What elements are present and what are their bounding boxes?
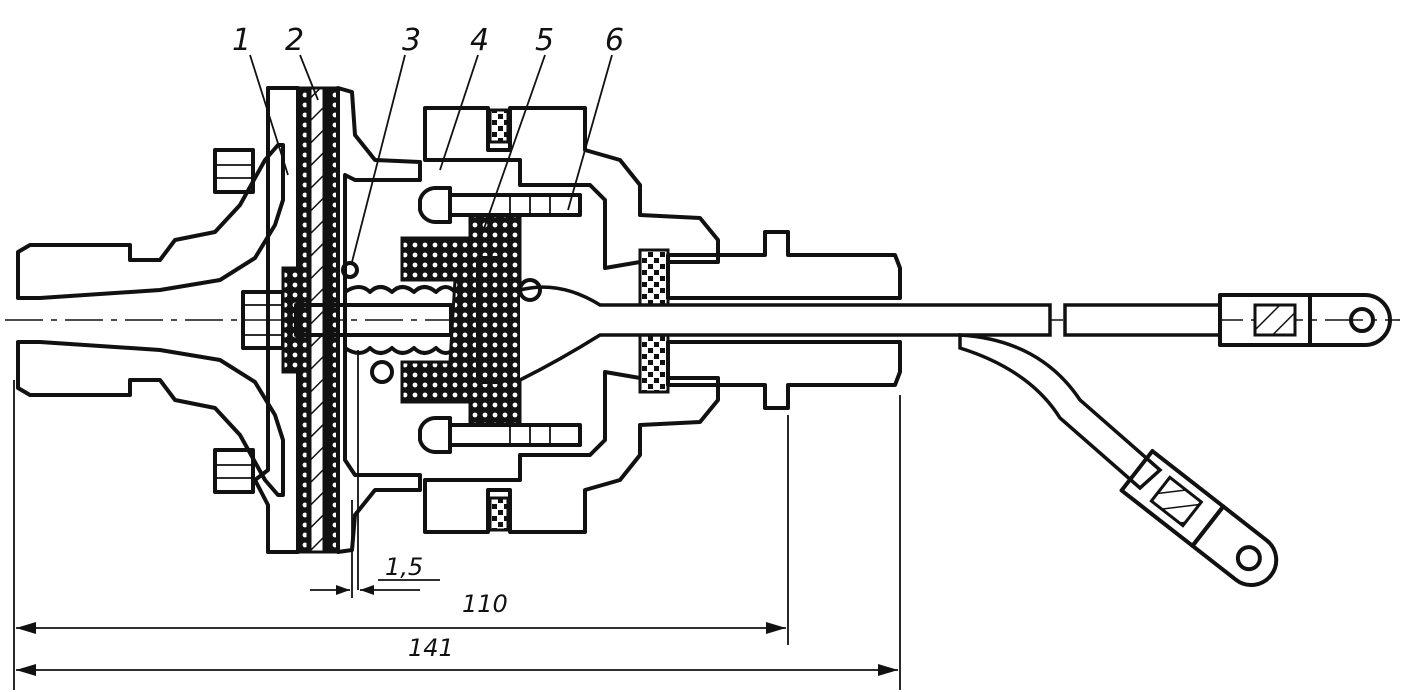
dimension-141 [16, 395, 901, 690]
dimension-141-value: 141 [408, 634, 454, 662]
part-label-5: 5 [535, 23, 554, 58]
part-label-4: 4 [470, 23, 489, 58]
dimension-110-value: 110 [462, 590, 508, 618]
flange-bolt-top [213, 148, 255, 194]
dimension-110 [13, 380, 789, 690]
part-label-3: 3 [402, 23, 421, 58]
dimension-gap [310, 500, 440, 598]
center-stud [241, 266, 453, 374]
capillary-tube [518, 278, 1222, 491]
part-label-1: 1 [232, 23, 251, 58]
part-label-2: 2 [285, 23, 304, 58]
part-label-6: 6 [605, 23, 624, 58]
dimension-gap-value: 1,5 [385, 553, 423, 581]
leader-lines [249, 54, 613, 263]
terminal-lug-angled [1119, 449, 1279, 588]
spring [341, 261, 457, 590]
terminal-lug-straight [1218, 293, 1392, 347]
valve-disc [400, 213, 522, 427]
diaphragm-stack [296, 86, 422, 554]
valve-body [423, 106, 720, 534]
cap-screw-bottom [418, 416, 582, 454]
cap-screw-top [418, 186, 582, 224]
flange-bolt-bottom [213, 448, 255, 494]
